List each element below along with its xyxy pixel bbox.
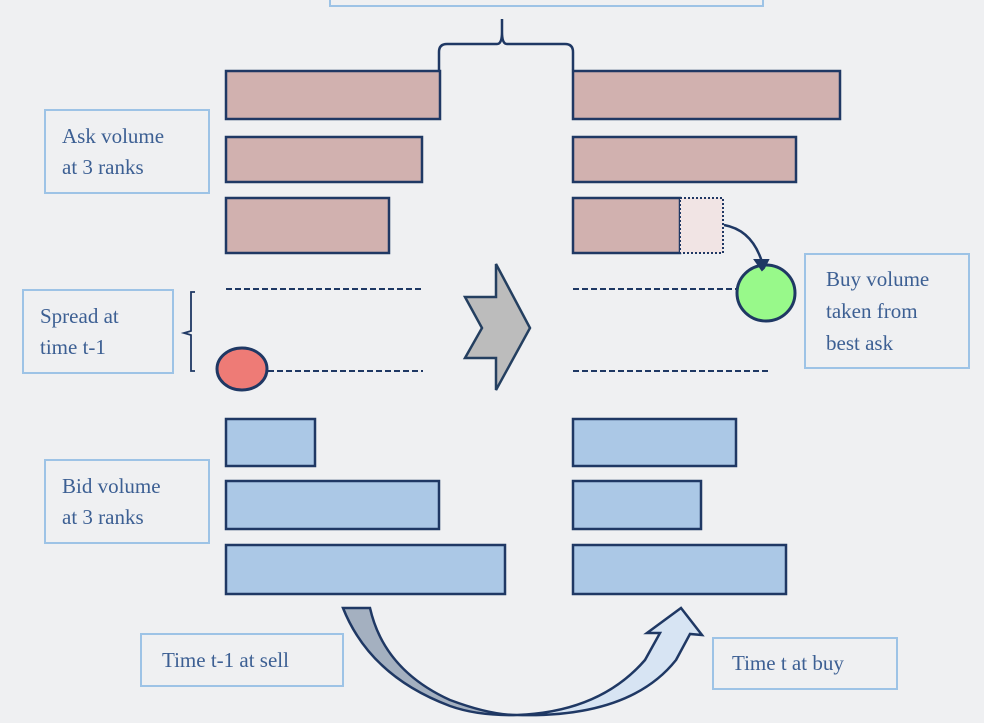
time-curve-arrow-head bbox=[516, 606, 705, 717]
spread-label-line-1: Spread at bbox=[40, 303, 119, 328]
taken-volume-arrowhead bbox=[753, 259, 770, 272]
ask-bar-rank-1-t-minus-1 bbox=[224, 69, 442, 121]
ask-volume-label-line-1: Ask volume bbox=[62, 123, 165, 148]
bid-bar-rank-2-t-minus-1 bbox=[224, 479, 441, 531]
bid-volume-label: Bid volume at 3 ranks bbox=[44, 459, 210, 544]
ask-volume-label: Ask volume at 3 ranks bbox=[44, 109, 210, 194]
buy-trade-point bbox=[735, 263, 797, 323]
right-edge-bracket bbox=[978, 295, 984, 365]
spread-label-line-2: time t-1 bbox=[40, 334, 106, 359]
transition-arrow-icon bbox=[462, 263, 532, 391]
bid-bar-rank-1-t bbox=[571, 417, 738, 468]
ask-bar-rank-2-t bbox=[571, 135, 798, 184]
time-t-minus-1-text: Time t-1 at sell bbox=[162, 647, 289, 672]
taken-volume-arrow bbox=[723, 223, 764, 263]
time-t-label: Time t at buy bbox=[712, 637, 898, 690]
spread-brace bbox=[180, 291, 195, 372]
time-t-minus-1-label: Time t-1 at sell bbox=[140, 633, 344, 687]
order-book-t-minus-1 bbox=[224, 69, 507, 596]
sell-trade-point bbox=[215, 346, 269, 392]
buy-volume-label-line-2: taken from bbox=[826, 299, 918, 323]
time-t-text: Time t at buy bbox=[732, 651, 844, 675]
buy-volume-label-line-1: Buy volume bbox=[826, 267, 930, 291]
title-box bbox=[329, 0, 764, 7]
spread-label: Spread at time t-1 bbox=[22, 289, 174, 374]
time-curve-arrow-tail bbox=[341, 606, 518, 717]
bid-bar-rank-1-t-minus-1 bbox=[224, 417, 317, 468]
ask-bar-rank-1-t bbox=[571, 69, 842, 121]
order-book-t bbox=[571, 69, 842, 596]
ask-bar-rank-3-t bbox=[571, 196, 682, 255]
buy-volume-label-line-3: best ask bbox=[826, 331, 894, 355]
ask-bar-rank-2-t-minus-1 bbox=[224, 135, 424, 184]
buy-volume-label: Buy volume taken from best ask bbox=[804, 253, 970, 369]
bid-bar-rank-2-t bbox=[571, 479, 703, 531]
ask-taken-volume-segment bbox=[679, 197, 724, 254]
bid-volume-label-line-2: at 3 ranks bbox=[62, 504, 144, 529]
top-brace bbox=[437, 19, 575, 70]
bid-bar-rank-3-t bbox=[571, 543, 788, 596]
ask-volume-label-line-2: at 3 ranks bbox=[62, 154, 144, 179]
bid-volume-label-line-1: Bid volume bbox=[62, 473, 161, 498]
bid-bar-rank-3-t-minus-1 bbox=[224, 543, 507, 596]
ask-bar-rank-3-t-minus-1 bbox=[224, 196, 391, 255]
